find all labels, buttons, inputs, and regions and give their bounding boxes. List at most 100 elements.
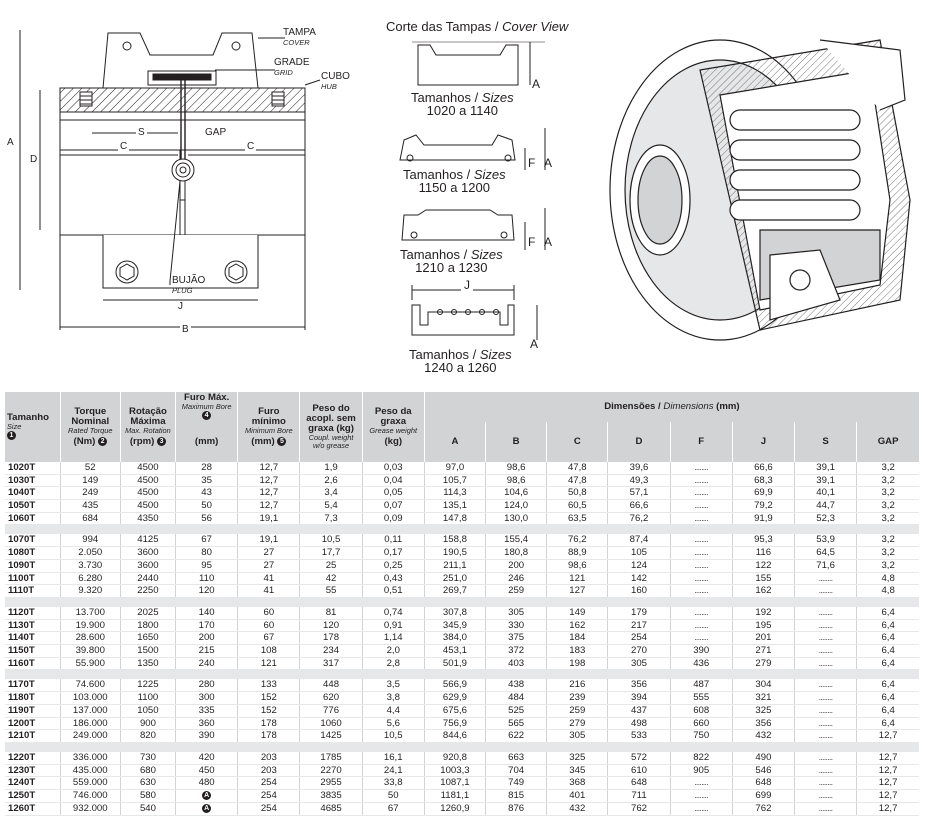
note-5-icon: 5 [277,436,287,446]
table-cell: 178 [299,631,363,646]
table-cell: 4125 [119,534,176,548]
table-cell: 3835 [299,789,363,803]
size-cell: 1260T [5,802,61,816]
note-1-icon: 1 [7,430,16,440]
table-cell: 67 [237,631,300,646]
table-cell: ........ [794,764,857,778]
table-cell: 610 [607,764,671,778]
size-cell: 1050T [5,499,61,513]
table-cell: 17,7 [299,546,363,560]
table-cell: 335 [175,704,238,718]
table-cell: 307,8 [423,606,486,620]
table-cell: 3,2 [856,499,919,513]
table-cell: 533 [607,729,671,743]
table-cell: 12,7 [856,764,919,778]
table-cell: 3,2 [856,534,919,548]
table-cell: 420 [175,751,238,765]
table-cell: 33,8 [361,776,425,791]
table-cell: 432 [546,802,608,816]
table-cell: 356 [731,717,795,731]
table-cell: 234 [299,644,363,658]
size-cell: 1030T [5,474,61,488]
table-cell: 525 [485,704,547,718]
table-cell: 4500 [119,486,176,501]
size-cell: 1170T [5,679,61,693]
table-cell: 630 [119,776,176,791]
header-weight: Peso do acopl. sem graxa (kg) Coupl. wei… [299,392,363,462]
table-cell: 95 [175,559,238,573]
table-cell: ........ [669,499,733,513]
table-cell: 566,9 [423,679,486,693]
table-cell: 403 [485,657,547,671]
size-cell: 1080T [5,546,61,560]
table-cell: 394 [607,691,671,705]
table-cell: 660 [669,717,733,731]
table-cell: A [175,789,238,803]
table-cell: 270 [607,644,671,658]
table-cell: 87,4 [607,534,671,548]
table-cell: 3600 [119,546,176,560]
table-cell: 932.000 [59,802,121,816]
drawings-svg [19,30,911,341]
size-cell: 1150T [5,644,61,658]
table-cell: 98,6 [485,474,547,488]
table-cell: 2025 [119,606,176,620]
table-cell: 105,7 [423,474,486,488]
table-cell: 12,7 [856,751,919,765]
table-cell: 95,3 [731,534,795,548]
table-cell: 80 [175,546,238,560]
table-cell: 4,4 [361,704,425,718]
table-cell: ........ [669,619,733,633]
table-cell: 249 [59,486,121,501]
table-cell: 6,4 [856,717,919,731]
table-cell: 487 [669,679,733,693]
cover-dim-f-3: F [528,235,536,249]
table-cell: 12,7 [237,461,300,475]
table-cell: 39,1 [794,474,857,488]
table-cell: 47,8 [546,474,608,488]
cover-view-drawings [399,41,546,340]
table-cell: 822 [669,751,733,765]
size-cell: 1130T [5,619,61,633]
table-cell: 60 [237,619,300,633]
table-cell: ........ [794,751,857,765]
table-cell: 254 [607,631,671,646]
table-cell: 480 [175,776,238,791]
table-cell: ........ [794,572,857,586]
table-cell: 120 [299,619,363,633]
size-cell: 1220T [5,751,61,765]
table-cell: 76,2 [607,512,671,526]
table-cell: 1003,3 [423,764,486,778]
size-cell: 1230T [5,764,61,778]
table-cell: 19,1 [237,534,300,548]
table-cell: 305 [546,729,608,743]
table-cell: 98,6 [546,559,608,573]
table-cell: ........ [794,631,857,646]
table-cell: 170 [175,619,238,633]
table-cell: 2.050 [59,546,121,560]
table-cell: 12,7 [856,789,919,803]
header-dim-s: S [794,421,857,462]
cross-section-drawing [19,30,321,330]
table-cell: 675,6 [423,704,486,718]
table-cell: 55.900 [59,657,121,671]
table-cell: 19,1 [237,512,300,526]
dim-label-d: D [30,154,38,165]
table-cell: 27 [237,546,300,560]
table-cell: 183 [546,644,608,658]
table-cell: 192 [731,606,795,620]
table-cell: 91,9 [731,512,795,526]
table-cell: 39,1 [794,461,857,475]
table-cell: 108 [237,644,300,658]
cover-dim-f-2: F [528,156,536,170]
table-cell: 540 [119,802,176,816]
table-cell: 114,3 [423,486,486,501]
note-2-icon: 2 [98,436,108,446]
